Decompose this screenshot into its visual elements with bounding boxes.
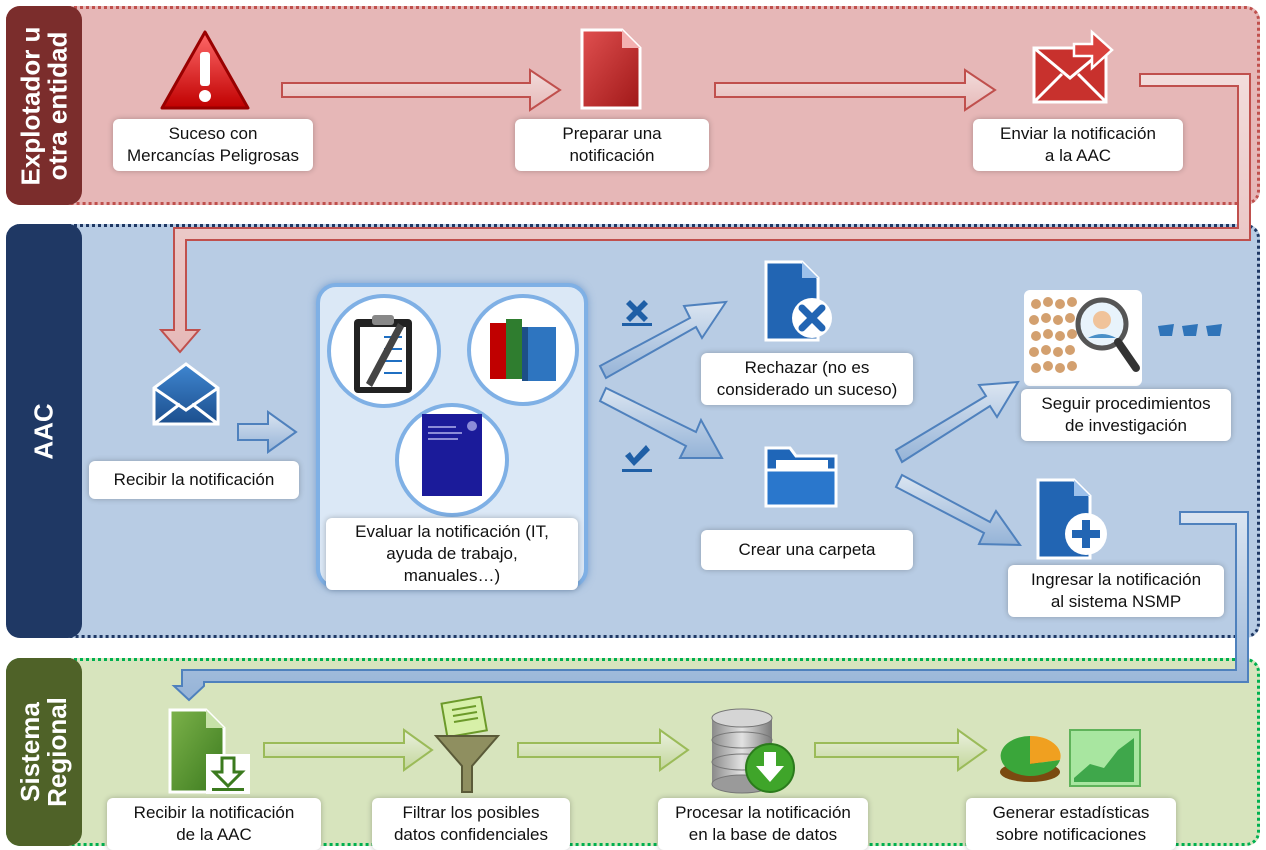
- send-mail-icon: [1030, 26, 1114, 106]
- step-evaluar: Evaluar la notificación (IT, ayuda de tr…: [326, 518, 578, 590]
- arrow-filtrar-to-procesar: [517, 728, 690, 772]
- arrow-crear-to-ingresar: [894, 473, 1022, 547]
- arrow-procesar-to-generar: [814, 728, 988, 772]
- arrow-recibir-to-filtrar: [263, 728, 434, 772]
- step-seguir: Seguir procedimientos de investigación: [1021, 389, 1231, 441]
- folder-icon: [762, 436, 842, 510]
- document-icon: [578, 26, 644, 112]
- download-document-icon: [166, 706, 258, 796]
- step-generar: Generar estadísticas sobre notificacione…: [966, 798, 1176, 850]
- step-suceso: Suceso con Mercancías Peligrosas: [113, 119, 313, 171]
- step-rechazar: Rechazar (no es considerado un suceso): [701, 353, 913, 405]
- filter-funnel-icon: [432, 696, 502, 796]
- arrow-evaluar-to-crear: [598, 386, 724, 459]
- arrow-recibir-to-evaluar: [237, 410, 298, 454]
- arrow-crear-to-seguir: [894, 380, 1020, 464]
- statistics-icon: [994, 720, 1144, 792]
- lane-regional-tab: Sistema Regional: [6, 658, 82, 846]
- step-preparar: Preparar una notificación: [515, 119, 709, 171]
- arrow-suceso-to-preparar: [281, 68, 562, 112]
- step-recibir-reg: Recibir la notificación de la AAC: [107, 798, 321, 850]
- step-enviar: Enviar la notificación a la AAC: [973, 119, 1183, 171]
- checklist-clipboard-icon: [326, 293, 442, 409]
- arrow-ingresar-to-regional: [171, 511, 1249, 702]
- books-icon: [466, 293, 580, 407]
- lane-aac-tab: AAC: [6, 224, 82, 638]
- warning-triangle-icon: [158, 28, 252, 112]
- arrow-evaluar-to-rechazar: [598, 300, 728, 380]
- magnifier-people-icon: [1024, 290, 1142, 386]
- lane-operator-tab: Explotador u otra entidad: [6, 6, 82, 205]
- arrow-enviar-to-recibir: [158, 73, 1251, 354]
- step-ingresar: Ingresar la notificación al sistema NSMP: [1008, 565, 1224, 617]
- cross-mark-icon: [622, 296, 652, 326]
- ellipsis-icon: [1156, 322, 1226, 338]
- manual-cover-icon: [394, 402, 510, 518]
- step-filtrar: Filtrar los posibles datos confidenciale…: [372, 798, 570, 850]
- open-envelope-icon: [150, 360, 222, 428]
- add-document-icon: [1034, 476, 1108, 562]
- database-icon: [706, 706, 802, 798]
- step-procesar: Procesar la notificación en la base de d…: [658, 798, 868, 850]
- check-mark-icon: [622, 442, 652, 472]
- arrow-preparar-to-enviar: [714, 68, 997, 112]
- step-recibir-aac: Recibir la notificación: [89, 461, 299, 499]
- reject-document-icon: [762, 258, 836, 344]
- step-crear: Crear una carpeta: [701, 530, 913, 570]
